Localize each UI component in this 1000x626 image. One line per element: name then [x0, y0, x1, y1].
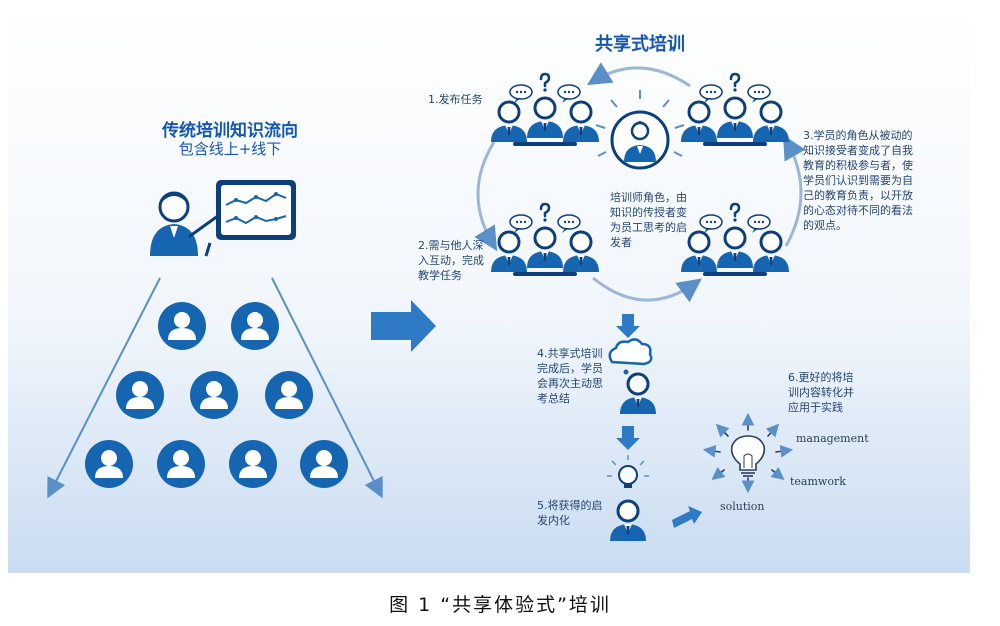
keyword-teamwork: teamwork — [790, 475, 846, 488]
step-2-label: 2.需与他人深入互动，完成教学任务 — [418, 239, 484, 282]
learner-icon — [300, 440, 348, 488]
step-1-label: 1.发布任务 — [428, 93, 483, 106]
learner-icon — [85, 440, 133, 488]
learner-icon — [116, 371, 164, 419]
transition-arrow-icon — [371, 300, 436, 352]
to-solution-arrow-icon — [672, 506, 702, 528]
learner-icon — [231, 302, 279, 350]
step-4-label: 4.共享式培训完成后，学员会再次主动思考总结 — [537, 347, 603, 405]
step-5-label: 5.将获得的启发内化 — [537, 499, 603, 527]
learner-icon — [157, 440, 205, 488]
keyword-management: management — [796, 432, 869, 445]
thinking-person-icon — [608, 338, 658, 416]
traditional-subtitle: 包含线上+线下 — [178, 140, 282, 158]
shared-training-title: 共享式培训 — [595, 34, 685, 55]
solution-bulb-icon — [702, 412, 794, 494]
chart-board-icon — [204, 180, 296, 257]
center-trainer-icon — [595, 90, 685, 170]
cycle-arrow-right — [783, 134, 806, 247]
traditional-title: 传统培训知识流向 — [162, 121, 298, 141]
learner-icon — [158, 302, 206, 350]
learner-icon — [190, 371, 238, 419]
step-3-label: 3.学员的角色从被动的知识接受者变成了自我教育的积极参与者，使学员们认识到需要为… — [803, 129, 913, 232]
cycle-arrow-top — [586, 62, 691, 88]
figure-caption: 图 1 “共享体验式”培训 — [389, 594, 611, 616]
flow-arrow-left — [47, 277, 161, 499]
learner-icon — [265, 371, 313, 419]
idea-bulb-icon — [607, 455, 649, 488]
cycle-arrow-left — [474, 141, 498, 252]
step-6-label: 6.更好的将培训内容转化并应用于实践 — [788, 371, 854, 414]
keyword-solution: solution — [720, 500, 765, 513]
learner-icon — [229, 440, 277, 488]
cycle-arrow-bottom — [592, 276, 702, 303]
flow-arrow-right — [271, 277, 383, 499]
trainer-role-label: 培训师角色，由知识的传授者变为员工思考的启发者 — [610, 191, 687, 249]
